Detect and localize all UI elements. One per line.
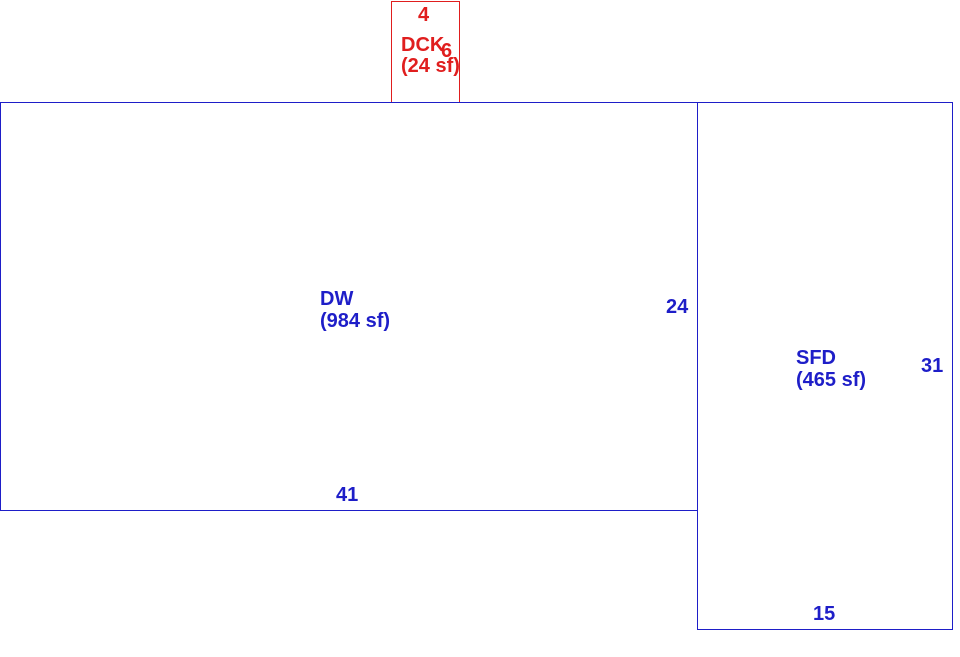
sfd-dim-side: 31 bbox=[921, 355, 944, 377]
dck-dim-side: 6 bbox=[441, 40, 453, 62]
dck-label-sqft: (24 sf) bbox=[401, 55, 460, 77]
dw-dim-side: 24 bbox=[666, 296, 689, 318]
sfd-dim-bottom: 15 bbox=[813, 603, 836, 625]
dw-label-sqft: (984 sf) bbox=[320, 310, 391, 332]
dw-dim-bottom: 41 bbox=[336, 484, 359, 506]
sfd-label-sqft: (465 sf) bbox=[796, 369, 867, 391]
dck-dim-top: 4 bbox=[418, 4, 430, 26]
dck-label-code: DCK bbox=[401, 34, 445, 56]
dw-label-code: DW bbox=[320, 288, 354, 310]
sfd-area-outline bbox=[697, 102, 953, 630]
sfd-label-code: SFD bbox=[796, 347, 836, 369]
